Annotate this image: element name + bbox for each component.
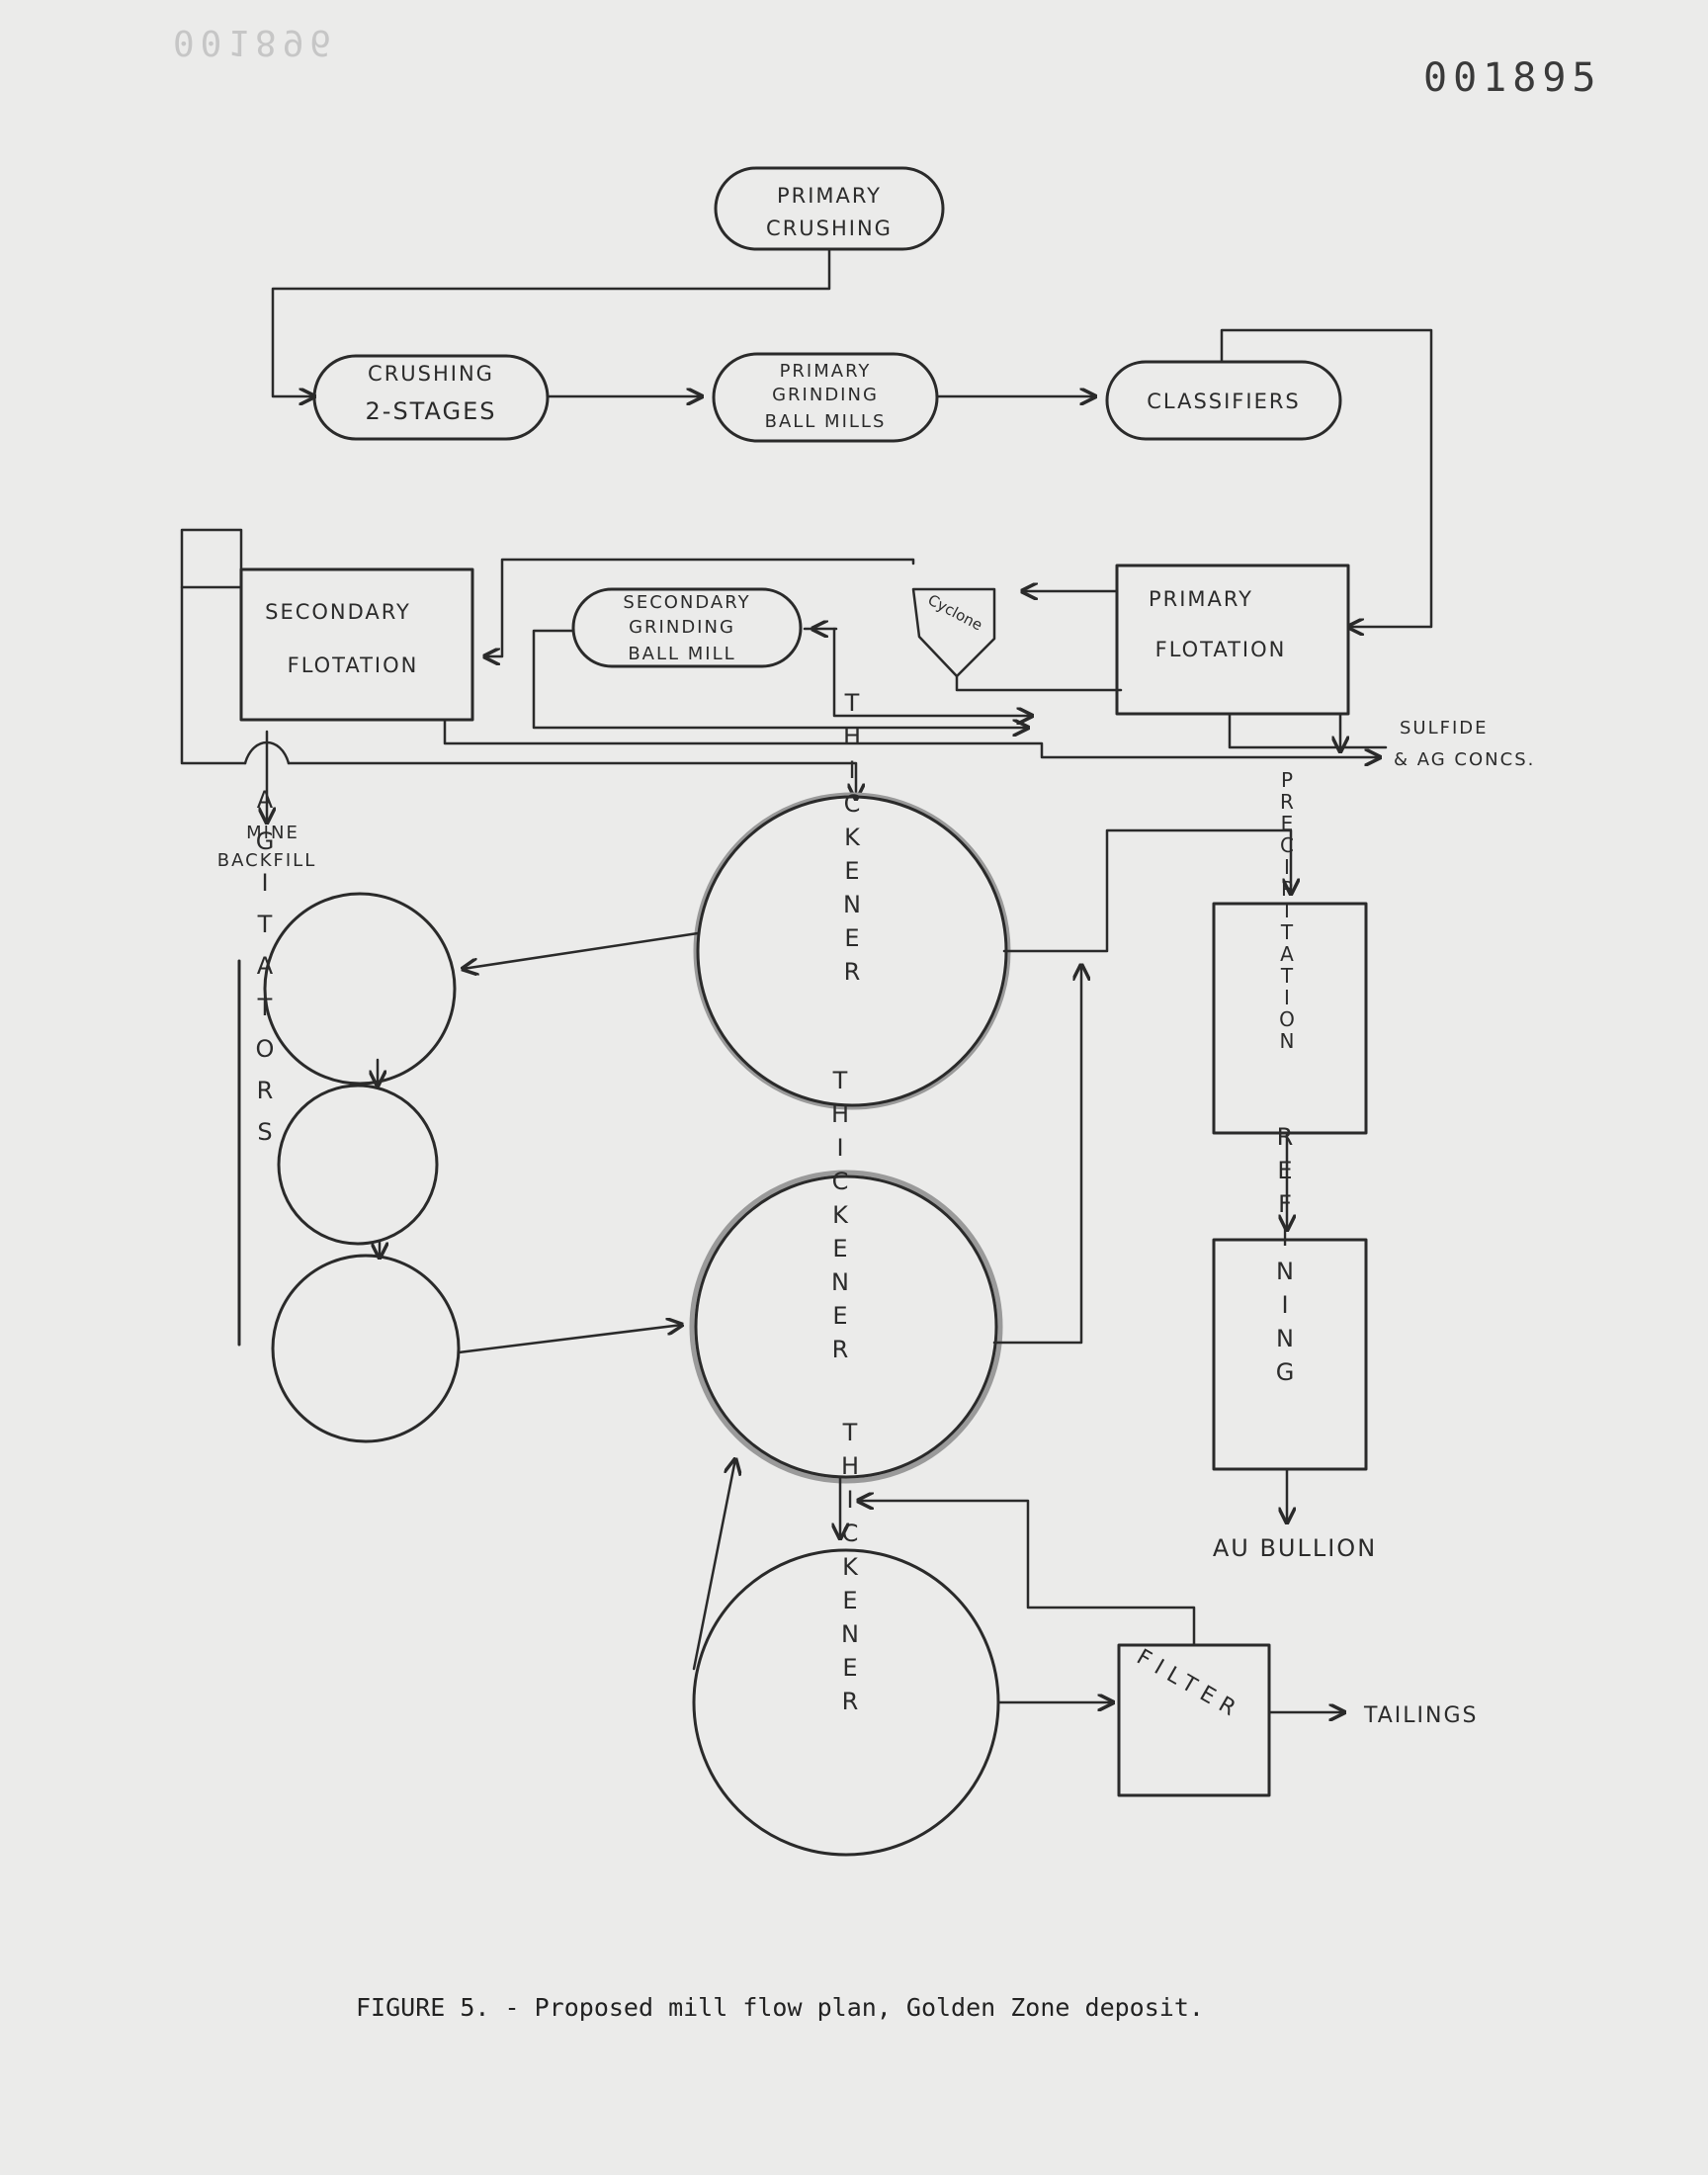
primary-grinding-line3: BALL MILLS <box>765 411 887 432</box>
node-thickener-2: THICKENER <box>689 1067 1003 1484</box>
edge-secondary-loop-left <box>180 585 247 765</box>
au-bullion-label: AU BULLION <box>1213 1534 1377 1562</box>
node-thickener-3: THICKENER <box>692 1419 1000 1857</box>
node-agitators: AGITATORS <box>237 786 461 1443</box>
node-precipitation: PRECIPITATION <box>1212 768 1368 1135</box>
sulfide-concs-line2: & AG CONCS. <box>1394 749 1535 770</box>
edge-thickener3-to-2 <box>692 1459 735 1671</box>
secondary-flotation-line1: SECONDARY <box>265 600 411 624</box>
thickener-2-label: THICKENER <box>826 1067 854 1369</box>
secondary-grinding-line3: BALL MILL <box>628 644 735 664</box>
node-primary-grinding: PRIMARY GRINDING BALL MILLS <box>712 352 939 443</box>
edge-thickener1-to-precipitation <box>1002 828 1291 953</box>
edge-thickener1-to-agitators <box>463 931 700 969</box>
primary-crushing-line2: CRUSHING <box>766 217 893 240</box>
node-filter: FILTER <box>1117 1643 1271 1797</box>
edge-filter-return <box>858 1501 1196 1647</box>
node-classifiers: CLASSIFIERS <box>1105 360 1342 441</box>
node-thickener-1: THICKENER <box>693 689 1011 1110</box>
primary-grinding-line1: PRIMARY <box>780 361 872 382</box>
sulfide-concs-line1: SULFIDE <box>1400 718 1489 739</box>
classifiers-label: CLASSIFIERS <box>1147 390 1301 413</box>
node-crushing-stages: CRUSHING 2-STAGES <box>312 354 550 441</box>
primary-grinding-line2: GRINDING <box>772 385 879 405</box>
edge-thickener2-to-precipitation <box>992 965 1081 1345</box>
crushing-stages-line2: 2-STAGES <box>366 397 497 425</box>
node-refining: REFINING <box>1212 1123 1368 1471</box>
node-primary-crushing: PRIMARY CRUSHING <box>714 166 945 251</box>
thickener-3-label: THICKENER <box>836 1419 864 1721</box>
secondary-flotation-line2: FLOTATION <box>288 653 419 677</box>
tailings-label: TAILINGS <box>1363 1703 1478 1728</box>
edge-primary-to-crushing <box>271 247 831 396</box>
document-number: 001895 <box>1423 55 1602 101</box>
crushing-stages-line1: CRUSHING <box>368 362 494 386</box>
edge-classifiers-to-primary-flotation <box>1220 328 1433 627</box>
node-cyclone: Cyclone <box>911 587 996 678</box>
edge-cyclone-underflow <box>955 674 1123 692</box>
edge-cyclone-loop <box>832 627 1032 716</box>
primary-crushing-line1: PRIMARY <box>777 184 882 208</box>
edge-primary-flotation-tails <box>1228 712 1388 749</box>
node-secondary-flotation: SECONDARY FLOTATION <box>239 567 474 722</box>
edge-secondary-to-thickener <box>287 761 856 799</box>
edge-cyclone-to-secondary-flotation <box>484 558 915 656</box>
primary-flotation-line2: FLOTATION <box>1155 638 1287 661</box>
primary-flotation-line1: PRIMARY <box>1149 587 1253 611</box>
edge-secondary-grinding-return <box>532 629 1028 728</box>
figure-caption: FIGURE 5. - Proposed mill flow plan, Gol… <box>356 1993 1204 2022</box>
node-primary-flotation: PRIMARY FLOTATION <box>1115 564 1350 716</box>
edge-secondary-loop-top <box>180 528 243 589</box>
edge-agitators-to-thickener2 <box>457 1325 682 1354</box>
secondary-grinding-line1: SECONDARY <box>623 592 750 613</box>
thickener-1-label: THICKENER <box>838 689 866 992</box>
mine-backfill-line2: BACKFILL <box>217 850 316 871</box>
mine-backfill-line1: MINE <box>246 823 299 843</box>
cyclone-label: Cyclone <box>925 591 985 635</box>
refining-label: REFINING <box>1271 1123 1299 1392</box>
secondary-grinding-line2: GRINDING <box>629 617 735 638</box>
node-secondary-grinding: SECONDARY GRINDING BALL MILL <box>571 587 803 668</box>
precipitation-label: PRECIPITATION <box>1275 768 1299 1051</box>
agitators-label: AGITATORS <box>251 786 279 1160</box>
edge-secondary-flotation-concs <box>443 718 1380 757</box>
filter-label: FILTER <box>1132 1645 1246 1725</box>
